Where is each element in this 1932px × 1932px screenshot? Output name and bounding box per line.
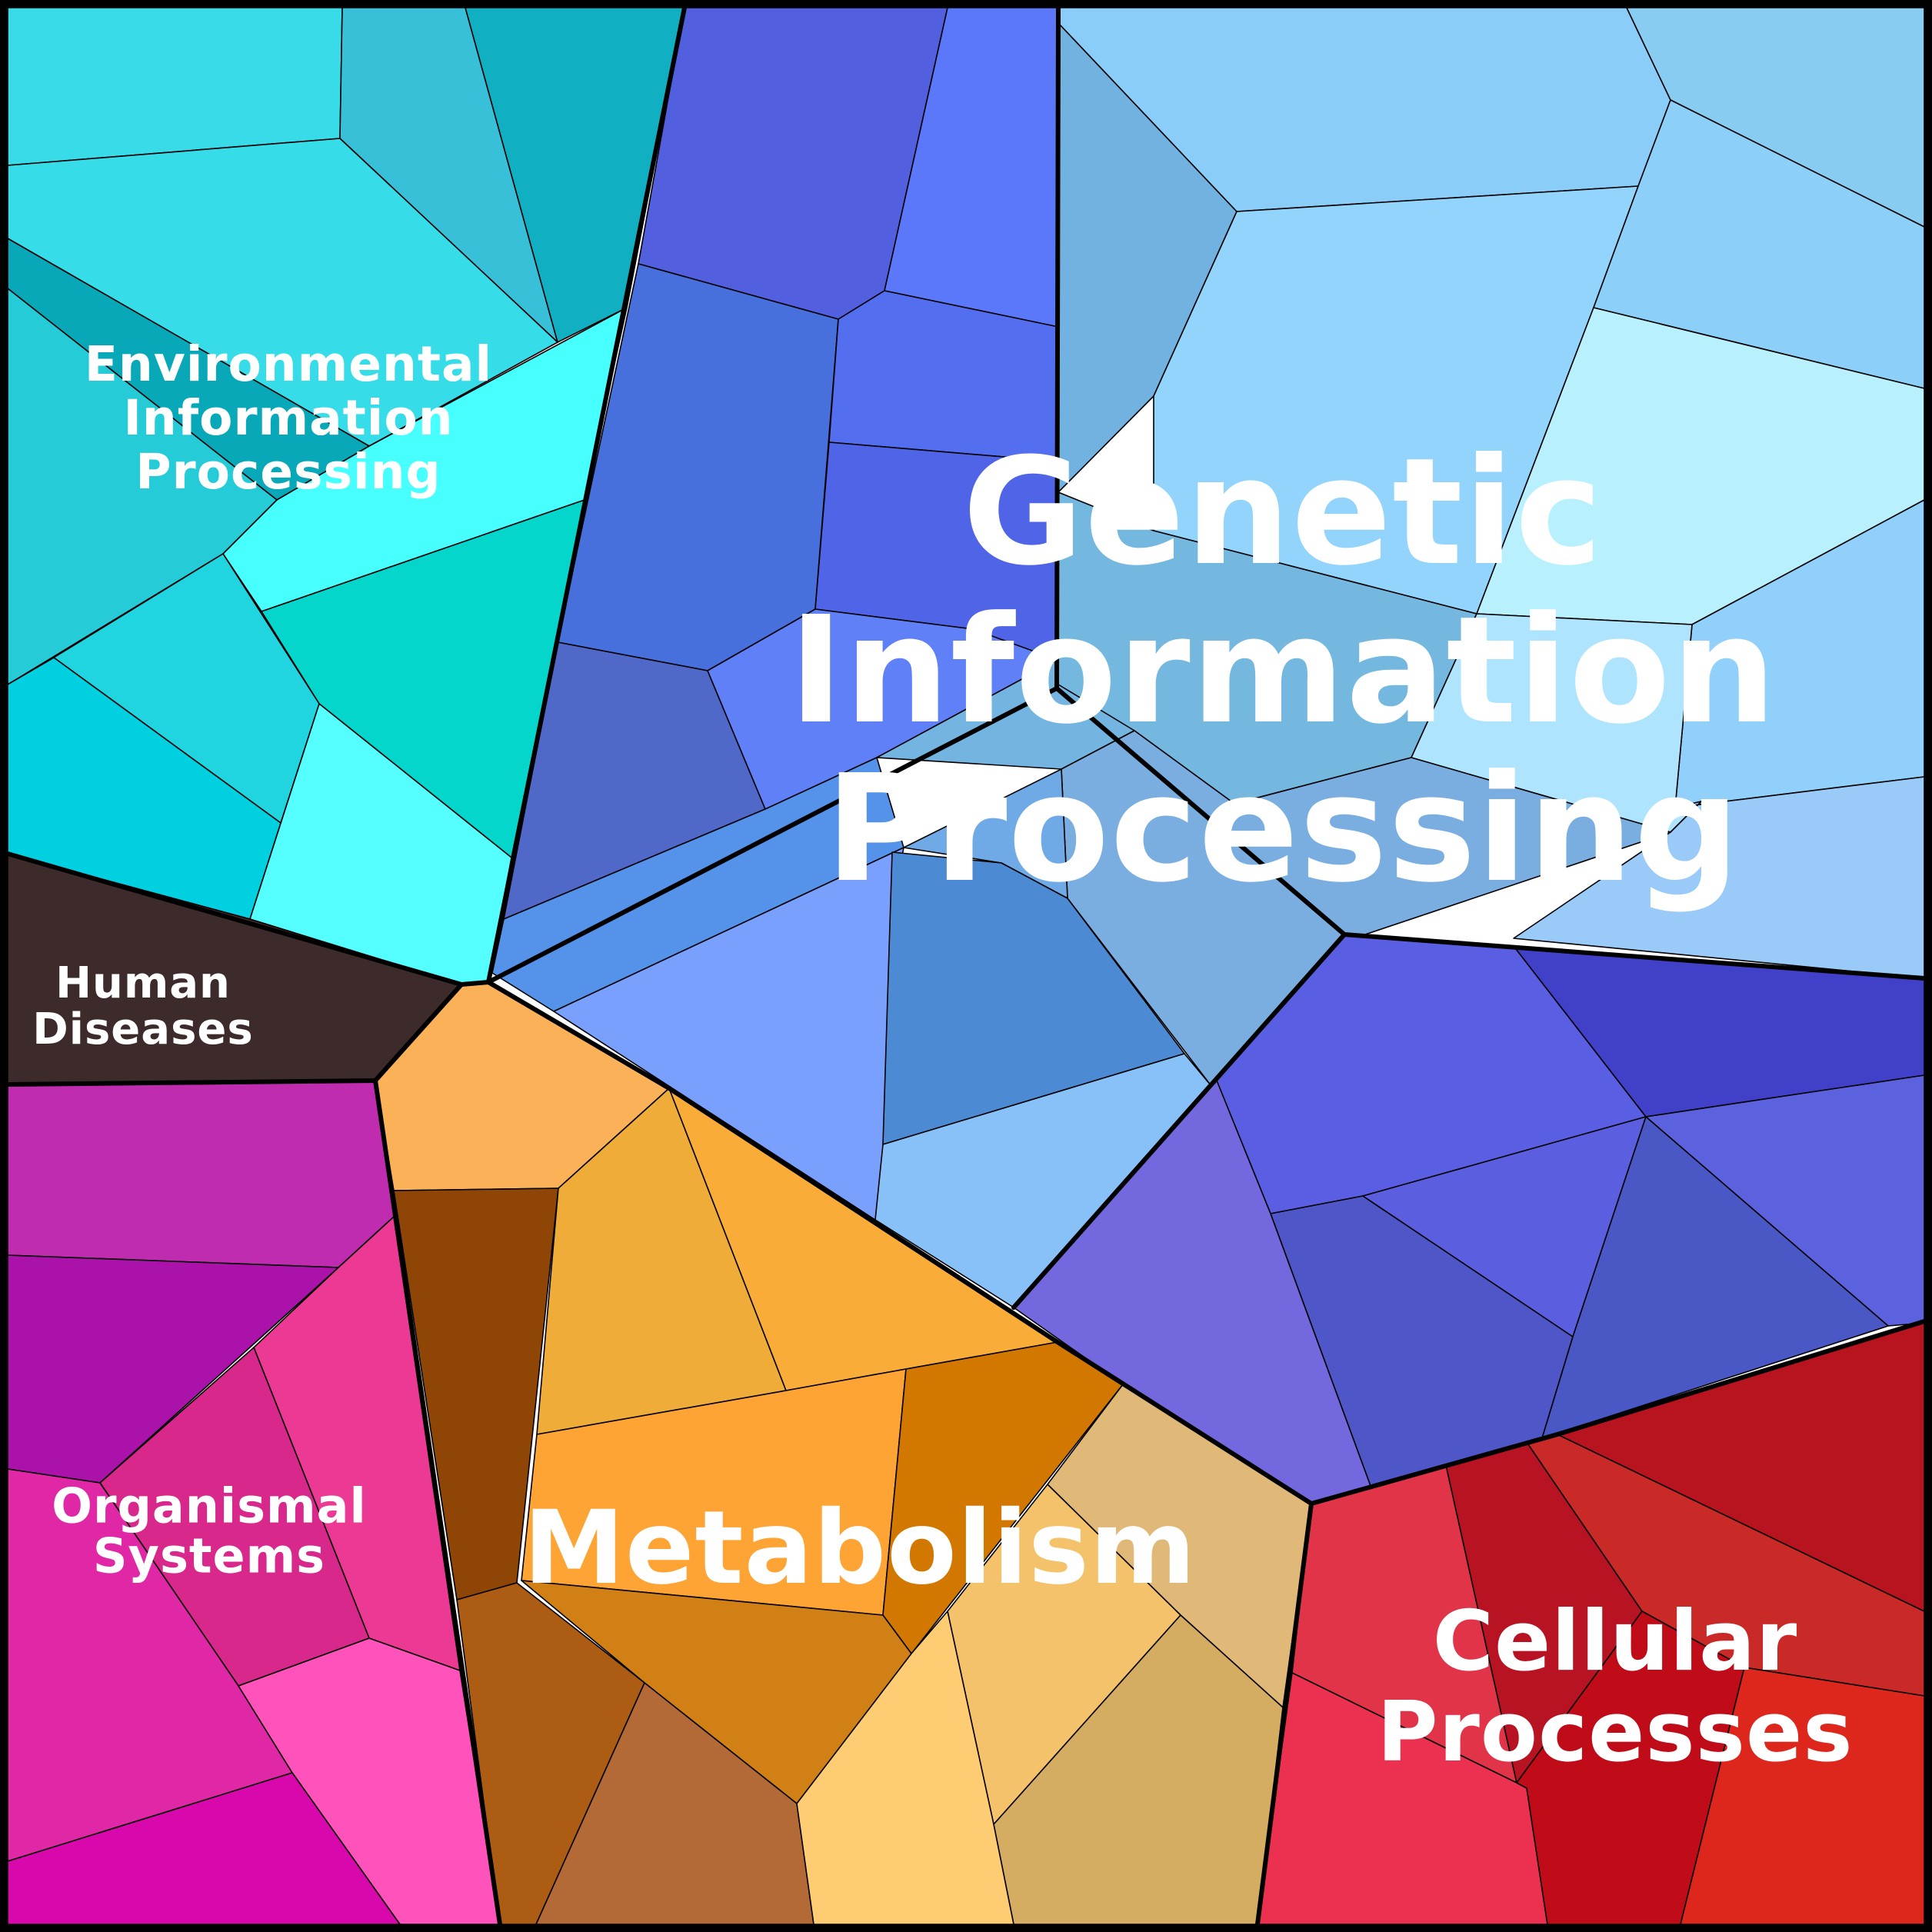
treemap-cells	[7, 7, 1925, 1925]
genetic-label-line: Genetic	[962, 427, 1603, 598]
human-diseases-label-line: Human	[55, 958, 231, 1008]
metabolism-cell	[882, 1341, 1124, 1654]
category-border	[373, 1078, 502, 1927]
category-border	[486, 686, 1059, 984]
genetic-cell	[1061, 730, 1671, 1087]
cellular-label-line: Cellular	[1433, 1594, 1798, 1690]
cellular-label-line: Processes	[1377, 1684, 1854, 1780]
category-border	[1054, 5, 1927, 981]
metabolism-label-line: Metabolism	[524, 1489, 1197, 1607]
environmental-label-line: Processing	[135, 444, 441, 500]
human-diseases-label-line: Diseases	[32, 1004, 253, 1054]
category-borders	[5, 5, 1927, 1927]
category-border	[1011, 932, 1347, 1310]
organismal-cell	[7, 1080, 395, 1268]
metabolism-label: Metabolism	[524, 1489, 1197, 1607]
environmental-label-line: Information	[123, 390, 453, 446]
genetic-cell	[882, 851, 1185, 1145]
category-border	[486, 5, 687, 984]
category-border	[1255, 1501, 1314, 1927]
genetic-label-line: Information	[788, 585, 1777, 757]
environmental-label-line: Environmental	[85, 336, 492, 392]
genetic-label-line: Processing	[825, 744, 1740, 915]
category-border	[5, 851, 1927, 1506]
organismal-label-line: Organismal	[52, 1478, 367, 1534]
organismal-label-line: Systems	[93, 1528, 325, 1584]
